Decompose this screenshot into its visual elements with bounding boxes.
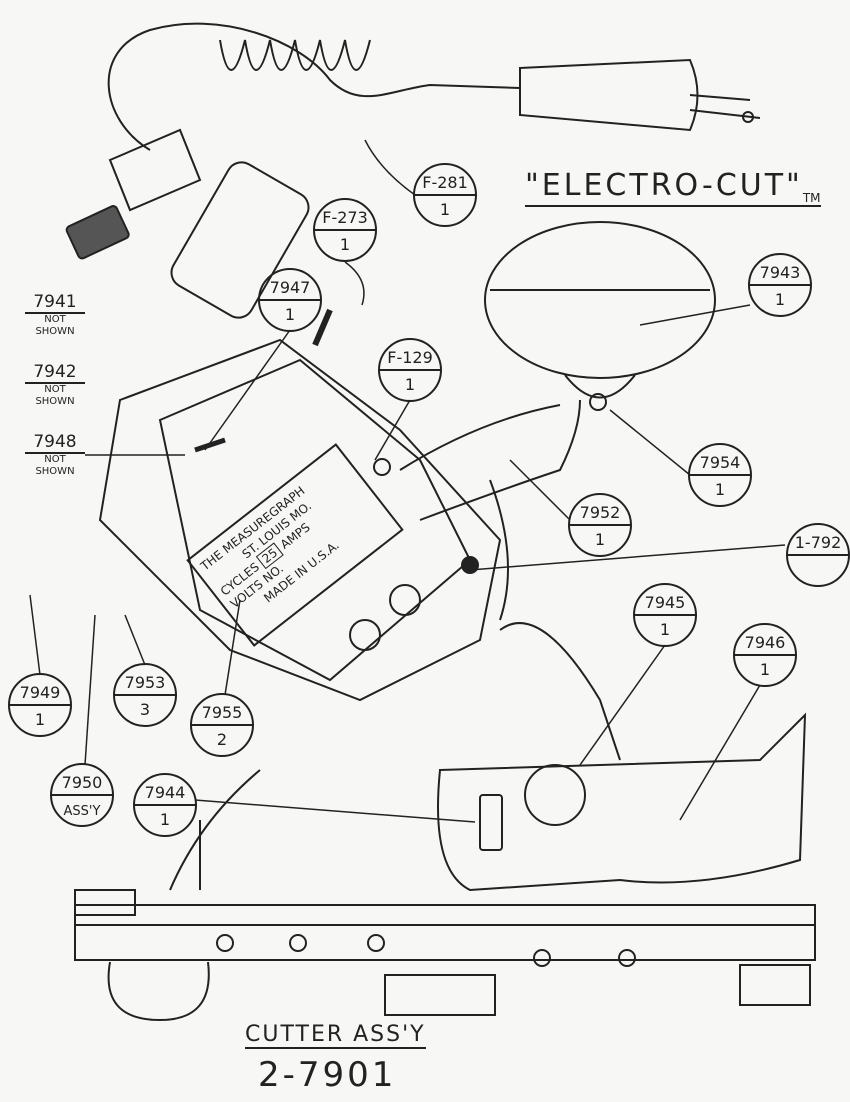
callout-1-792: 1-792 [786, 523, 850, 587]
base [74, 769, 816, 1022]
product-title: "ELECTRO-CUT"TM [525, 168, 821, 207]
leader-lines [29, 139, 786, 823]
assembly-number: 2-7901 [258, 1055, 397, 1095]
motor-housing [98, 308, 502, 702]
cutter-head [437, 622, 807, 892]
bulb [484, 221, 716, 411]
switch-clip [65, 128, 310, 319]
assembly-name: CUTTER ASS'Y [245, 1022, 426, 1049]
power-cord [107, 22, 761, 151]
